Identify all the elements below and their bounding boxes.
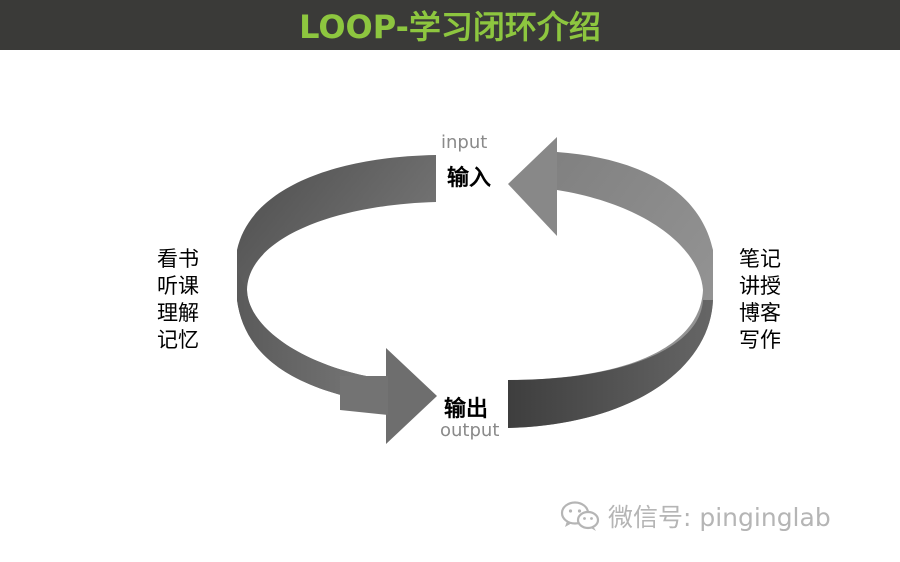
watermark-text: 微信号: pinginglab [608,503,831,532]
list-item: 讲授 [739,274,781,298]
page-title: LOOP-学习闭环介绍 [299,8,601,46]
output-en-label: output [440,420,500,441]
wechat-icon [560,501,600,531]
list-item: 博客 [739,301,781,325]
list-item: 写作 [739,328,781,352]
left-loop-band [237,155,436,405]
right-loop-band-shadow [508,300,713,428]
input-arrowhead [508,137,557,236]
output-activities-list: 笔记 讲授 博客 写作 [739,246,781,354]
input-activities-list: 看书 听课 理解 记忆 [157,246,199,354]
list-item: 听课 [157,274,199,298]
title-bar: LOOP-学习闭环介绍 [0,0,900,50]
input-cn-label: 输入 [447,166,492,191]
output-arrow-shaft [340,376,388,415]
list-item: 记忆 [157,328,199,352]
list-item: 笔记 [739,247,781,271]
input-en-label: input [441,132,488,153]
output-cn-label: 输出 [444,397,489,422]
wechat-watermark: 微信号: pinginglab [560,498,831,534]
output-arrowhead [386,348,437,444]
list-item: 理解 [157,301,199,325]
list-item: 看书 [157,247,199,271]
